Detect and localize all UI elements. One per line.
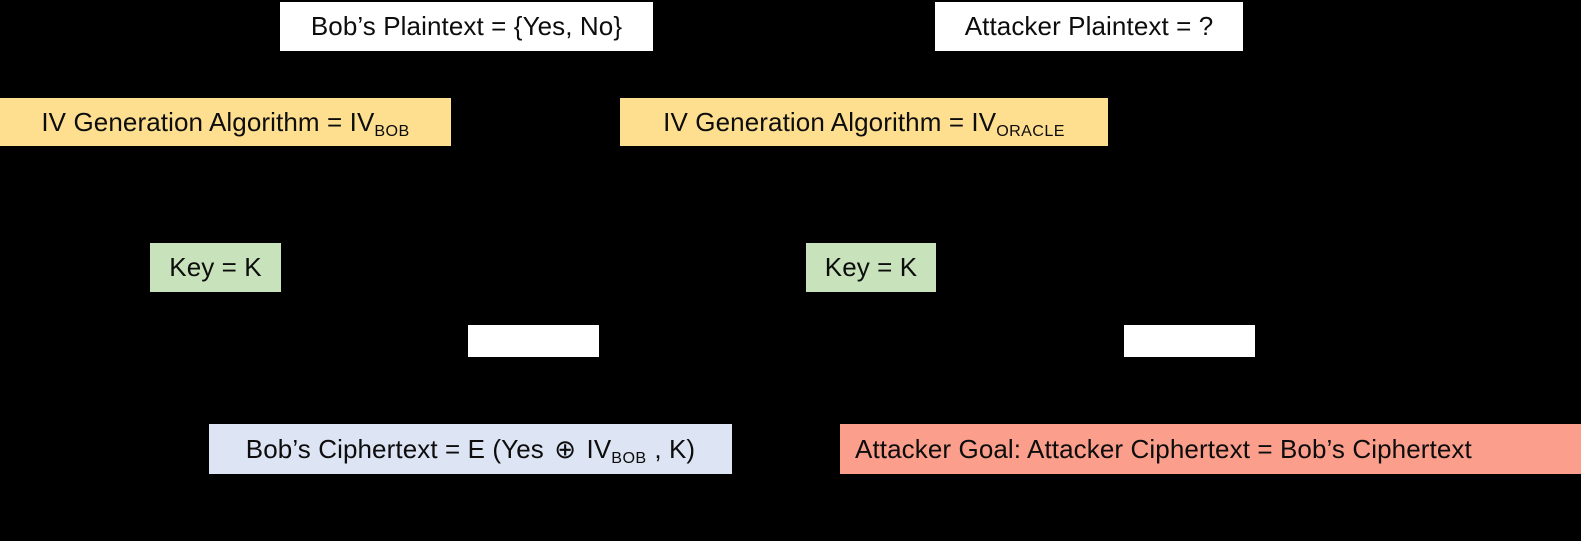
bob-ciphertext-middle: IV bbox=[586, 433, 612, 464]
xor-operator-icon: ⊕ bbox=[554, 433, 577, 464]
bob-plaintext-box: Bob’s Plaintext = {Yes, No} bbox=[280, 2, 653, 51]
attacker-goal-box: Attacker Goal: Attacker Ciphertext = Bob… bbox=[840, 424, 1581, 474]
bob-ciphertext-box: Bob’s Ciphertext = E (Yes ⊕ IVBOB , K) bbox=[209, 424, 732, 474]
bob-ciphertext-suffix: , K) bbox=[654, 433, 696, 464]
attacker-goal-label: Attacker Goal: Attacker Ciphertext = Bob… bbox=[855, 433, 1472, 464]
bob-ciphertext-label: Bob’s Ciphertext = E (Yes ⊕ IVBOB , K) bbox=[245, 433, 696, 467]
attacker-plaintext-box: Attacker Plaintext = ? bbox=[935, 2, 1243, 51]
attacker-plaintext-label: Attacker Plaintext = ? bbox=[964, 11, 1214, 41]
bob-key-box: Key = K bbox=[150, 243, 281, 292]
oracle-iv-generation-box: IV Generation Algorithm = IVORACLE bbox=[620, 98, 1108, 146]
bob-ciphertext-prefix: Bob’s Ciphertext = E (Yes bbox=[245, 433, 544, 464]
attacker-key-label: Key = K bbox=[824, 252, 918, 282]
bob-key-label: Key = K bbox=[169, 252, 262, 282]
bob-ciphertext-subscript: BOB bbox=[611, 448, 647, 467]
bob-iv-prefix: IV Generation Algorithm = IV bbox=[41, 106, 375, 137]
attacker-key-box: Key = K bbox=[806, 243, 936, 292]
oracle-iv-label: IV Generation Algorithm = IVORACLE bbox=[663, 106, 1065, 140]
bob-plaintext-label: Bob’s Plaintext = {Yes, No} bbox=[310, 11, 623, 41]
bob-iv-generation-box: IV Generation Algorithm = IVBOB bbox=[0, 98, 451, 146]
bob-iv-label: IV Generation Algorithm = IVBOB bbox=[41, 106, 410, 140]
bob-iv-subscript: BOB bbox=[374, 121, 410, 140]
attacker-blank-box bbox=[1124, 325, 1255, 357]
bob-blank-box bbox=[468, 325, 599, 357]
oracle-iv-subscript: ORACLE bbox=[996, 121, 1065, 140]
oracle-iv-prefix: IV Generation Algorithm = IV bbox=[663, 106, 997, 137]
